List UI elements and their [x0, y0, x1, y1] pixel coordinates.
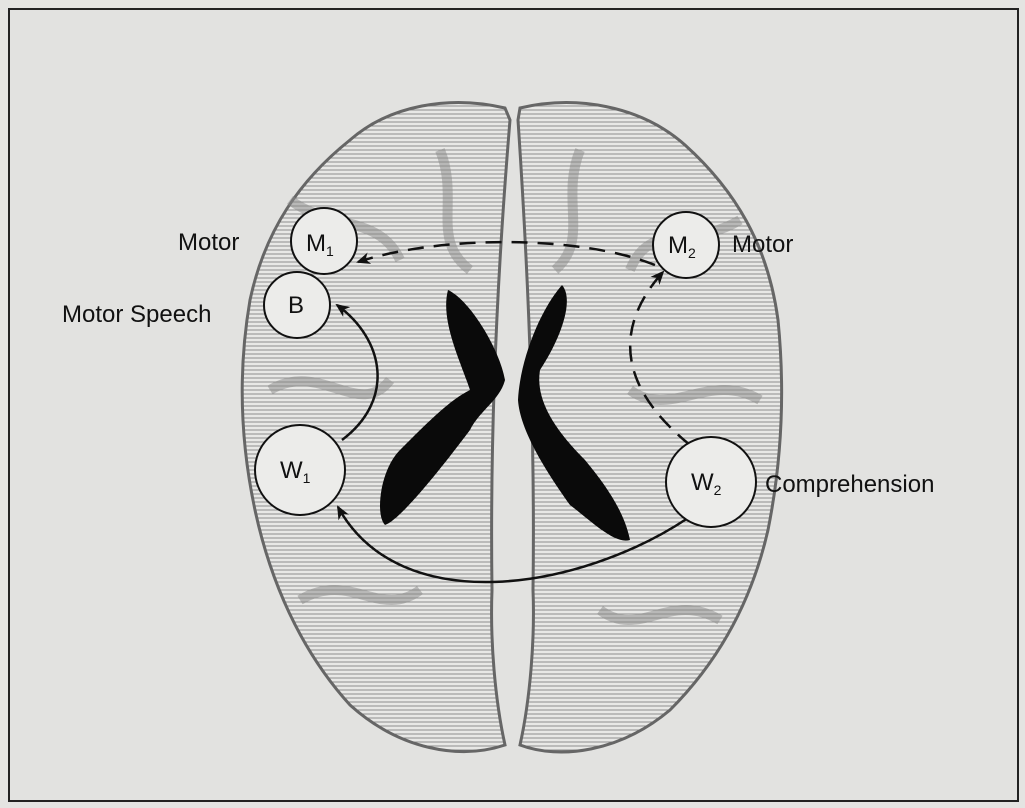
- label-motor-speech: Motor Speech: [62, 301, 211, 328]
- connection-w2-to-m2: [629, 270, 691, 446]
- ventricles: [380, 285, 630, 541]
- node-m1: M1 Motor: [178, 207, 358, 275]
- label-motor-right: Motor: [732, 231, 793, 258]
- right-hemisphere: [516, 101, 784, 754]
- connection-m2-to-m1: [356, 240, 656, 267]
- node-w2: W2 Comprehension: [665, 436, 934, 528]
- connection-w1-to-b: [335, 303, 379, 441]
- node-w1: W1: [254, 424, 346, 516]
- label-comprehension: Comprehension: [765, 471, 934, 498]
- brain-outline: [240, 101, 784, 754]
- node-b: B Motor Speech: [62, 271, 331, 339]
- svg-text:W1: W1: [280, 457, 311, 486]
- connection-w2-to-w1: [336, 505, 689, 584]
- label-motor-left: Motor: [178, 229, 239, 256]
- figure-frame: [8, 8, 1019, 802]
- svg-text:W2: W2: [691, 469, 722, 498]
- svg-text:M2: M2: [668, 232, 696, 261]
- svg-text:B: B: [288, 292, 304, 319]
- svg-text:M1: M1: [306, 230, 334, 259]
- node-m2: M2 Motor: [652, 211, 793, 279]
